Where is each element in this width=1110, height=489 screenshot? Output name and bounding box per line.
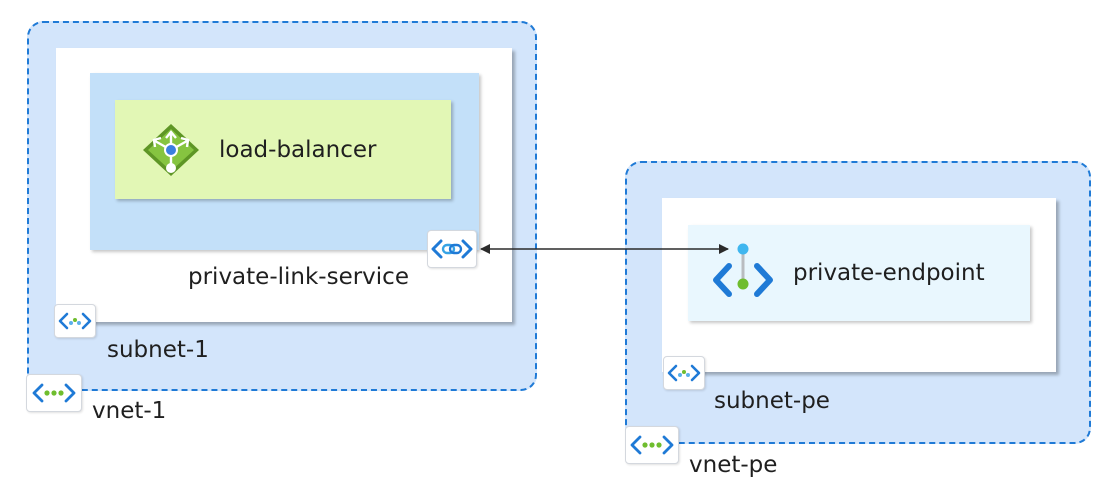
subnet-icon: [54, 304, 96, 338]
private-endpoint-box: [688, 225, 1030, 321]
private-endpoint-label: private-endpoint: [793, 260, 985, 286]
virtual-network-icon: [26, 374, 82, 412]
virtual-network-icon: [625, 426, 679, 464]
subnet-pe-label: subnet-pe: [714, 388, 830, 414]
private-link-service-icon: [427, 230, 477, 268]
private-endpoint-icon: [711, 240, 775, 304]
private-link-service-label: private-link-service: [188, 264, 409, 290]
subnet-1-label: subnet-1: [107, 337, 209, 363]
vnet-pe-label: vnet-pe: [689, 452, 778, 478]
load-balancer-icon: [139, 122, 203, 178]
vnet-1-label: vnet-1: [92, 398, 167, 424]
load-balancer-label: load-balancer: [219, 137, 377, 163]
subnet-icon: [663, 356, 705, 390]
